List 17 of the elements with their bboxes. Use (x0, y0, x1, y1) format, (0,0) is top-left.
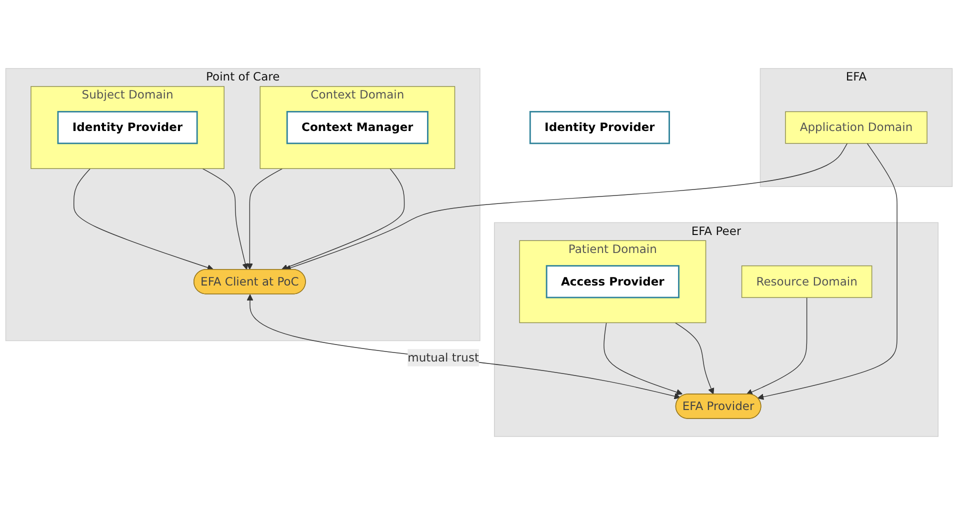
node-box: Resource Domain (741, 265, 872, 298)
node-box: Context Manager (286, 110, 428, 144)
arrow (284, 143, 848, 271)
arrow (202, 168, 248, 270)
arrow (281, 168, 405, 270)
arrow (74, 168, 214, 271)
arrow (746, 297, 808, 395)
arrow (758, 143, 898, 400)
arrow (604, 322, 682, 396)
arrow (246, 294, 680, 400)
node-box: Identity Provider (529, 110, 670, 144)
arrow (246, 168, 283, 270)
edge-label: mutual trust (408, 350, 479, 364)
node-box: Application Domain (785, 111, 928, 144)
node-box: Access Provider (546, 265, 680, 298)
arrow (674, 322, 714, 394)
node-box: Identity Provider (57, 110, 198, 144)
